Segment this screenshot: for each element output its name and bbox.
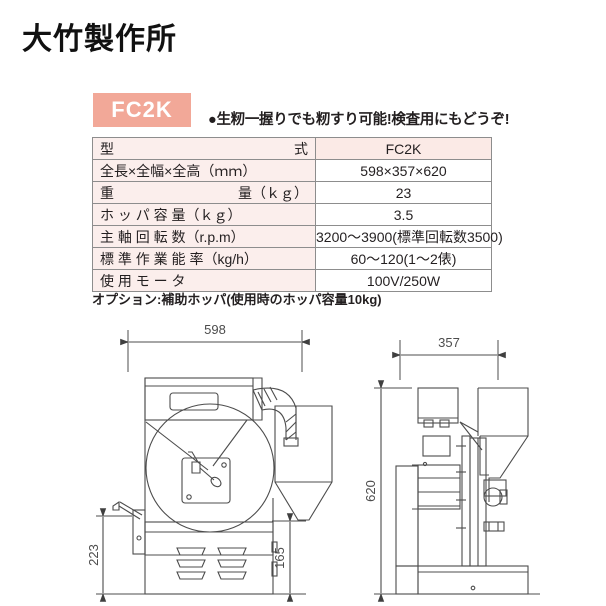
dimension-598: 598 <box>120 322 310 372</box>
dimension-165: 165 <box>272 513 306 602</box>
spec-label-left: ホ ッ パ 容 量（ｋｇ） <box>100 206 242 223</box>
model-badge: FC2K <box>93 93 191 127</box>
spec-label-cell: 使 用 モ ー タ <box>92 269 316 292</box>
option-note: オプション:補助ホッパ(使用時のホッパ容量10kg) <box>92 292 382 307</box>
dimension-label-357: 357 <box>438 335 460 350</box>
spec-label-cell: 重 量（ｋｇ） <box>92 181 316 204</box>
spec-value-cell: FC2K <box>315 137 492 160</box>
spec-value-cell: 3.5 <box>315 203 492 226</box>
spec-label-cell: 型 式 <box>92 137 316 160</box>
spec-label-left: 全長×全幅×全高（ｍｍ） <box>100 162 257 179</box>
spec-label-right: 量（ｋｇ） <box>238 184 308 201</box>
spec-label-left: 主 軸 回 転 数（r.p.m） <box>100 228 245 245</box>
dimension-label-165: 165 <box>272 547 287 569</box>
technical-drawings: 598 <box>0 310 606 606</box>
spec-label-left: 標 準 作 業 能 率（kg/h） <box>100 250 258 267</box>
table-row: 全長×全幅×全高（ｍｍ） 598×357×620 <box>92 159 492 182</box>
spec-label-cell: 全長×全幅×全高（ｍｍ） <box>92 159 316 182</box>
spec-label-right: 式 <box>294 140 308 157</box>
product-tagline: ●生籾一握りでも籾すり可能!検査用にもどうぞ! <box>208 112 510 128</box>
table-row: ホ ッ パ 容 量（ｋｇ） 3.5 <box>92 203 492 226</box>
table-row: 型 式 FC2K <box>92 137 492 160</box>
dimension-label-223: 223 <box>86 544 101 566</box>
spec-label-left: 重 <box>100 184 114 201</box>
spec-label-cell: 主 軸 回 転 数（r.p.m） <box>92 225 316 248</box>
front-view-drawing: 598 <box>86 322 333 602</box>
dimension-357: 357 <box>392 335 506 380</box>
table-row: 標 準 作 業 能 率（kg/h） 60〜120(1〜2俵) <box>92 247 492 270</box>
specification-table: 型 式 FC2K 全長×全幅×全高（ｍｍ） 598×357×620 重 量（ｋｇ… <box>92 137 503 292</box>
table-row: 使 用 モ ー タ 100V/250W <box>92 269 492 292</box>
spec-value-cell: 60〜120(1〜2俵) <box>315 247 492 270</box>
brand-logo: 大竹製作所 <box>22 22 177 57</box>
side-view-drawing: 357 620 <box>363 335 540 602</box>
spec-label-cell: ホ ッ パ 容 量（ｋｇ） <box>92 203 316 226</box>
table-row: 主 軸 回 転 数（r.p.m） 3200〜3900(標準回転数3500) <box>92 225 503 248</box>
spec-value-cell: 100V/250W <box>315 269 492 292</box>
dimension-label-620: 620 <box>363 480 378 502</box>
dimension-223: 223 <box>86 508 132 602</box>
spec-value-cell: 3200〜3900(標準回転数3500) <box>315 225 503 248</box>
table-row: 重 量（ｋｇ） 23 <box>92 181 492 204</box>
spec-value-cell: 598×357×620 <box>315 159 492 182</box>
specification-table-body: 型 式 FC2K 全長×全幅×全高（ｍｍ） 598×357×620 重 量（ｋｇ… <box>92 137 503 292</box>
spec-value-cell: 23 <box>315 181 492 204</box>
dimension-620: 620 <box>363 380 412 602</box>
drawings-svg: 598 <box>86 322 540 602</box>
spec-label-cell: 標 準 作 業 能 率（kg/h） <box>92 247 316 270</box>
dimension-label-598: 598 <box>204 322 226 337</box>
spec-label-left: 使 用 モ ー タ <box>100 272 186 289</box>
spec-label-left: 型 <box>100 140 114 157</box>
